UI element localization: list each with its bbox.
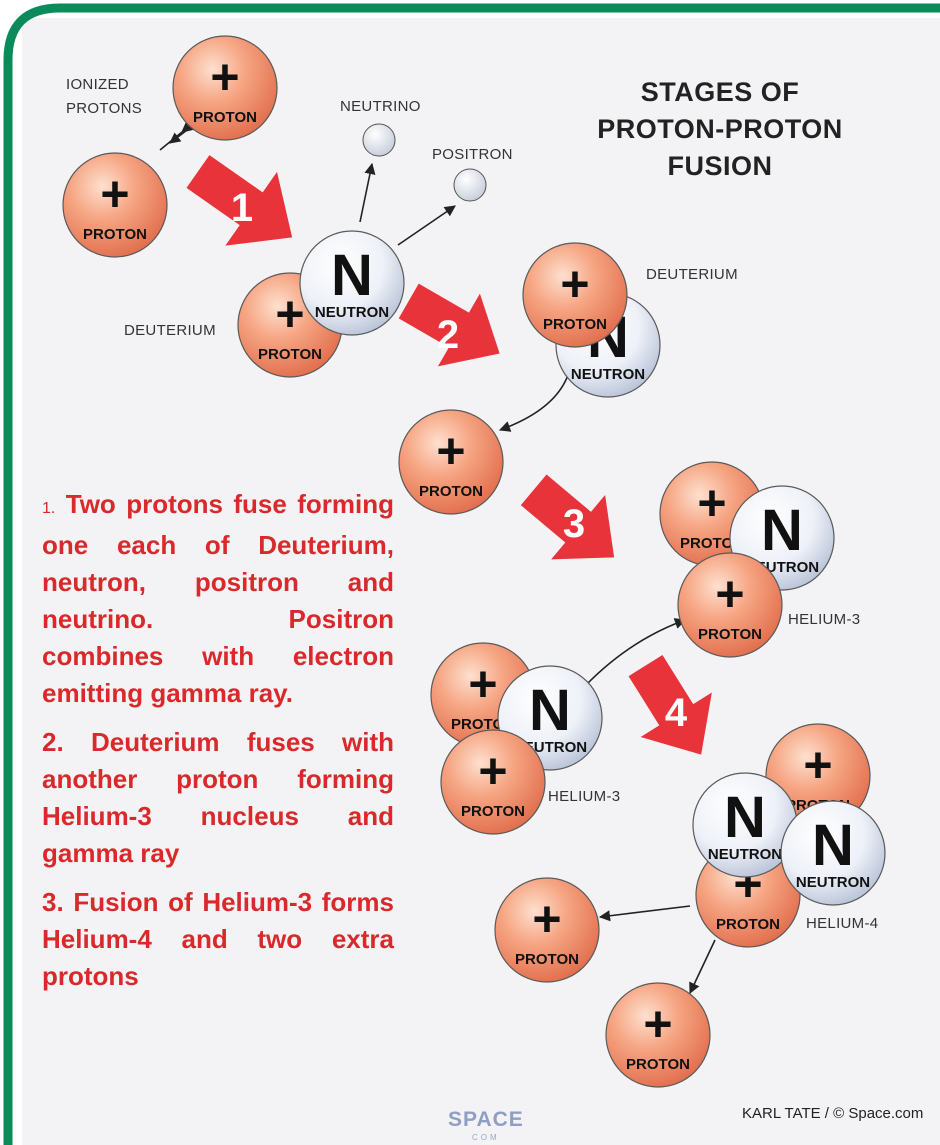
label-deuterium-right: DEUTERIUM: [646, 266, 738, 283]
proton-helium3-left-proton-b: + PROTON: [441, 730, 545, 834]
plus-sign: +: [468, 656, 497, 712]
neutron-label: NEUTRON: [708, 846, 782, 863]
plus-sign: +: [803, 737, 832, 793]
description-step-1: 1. Two protons fuse forming one each of …: [42, 486, 394, 712]
title-line-1: STAGES OF: [580, 74, 860, 111]
plus-sign: +: [560, 256, 589, 312]
step-number-3: 3: [563, 502, 585, 546]
title-line-3: FUSION: [580, 148, 860, 185]
proton-label: PROTON: [258, 346, 322, 363]
plus-sign: +: [715, 566, 744, 622]
label-helium3-left: HELIUM-3: [548, 788, 620, 805]
proton-label: PROTON: [461, 803, 525, 820]
description-text: 1. Two protons fuse forming one each of …: [42, 486, 394, 1007]
title-line-2: PROTON-PROTON: [580, 111, 860, 148]
description-step-1-text: Two protons fuse forming one each of Deu…: [42, 489, 394, 708]
step-number-4: 4: [665, 691, 688, 735]
proton-label: PROTON: [515, 951, 579, 968]
label-helium3-right: HELIUM-3: [788, 611, 860, 628]
space-logo: SPACE: [448, 1108, 524, 1132]
neutron-label: NEUTRON: [796, 874, 870, 891]
proton-released-proton-1: + PROTON: [495, 878, 599, 982]
space-logo-sub: COM: [472, 1133, 500, 1142]
proton-label: PROTON: [419, 483, 483, 500]
proton-proton-ionized-1: + PROTON: [173, 36, 277, 140]
label-neutrino: NEUTRINO: [340, 98, 421, 115]
label-deuterium-left: DEUTERIUM: [124, 322, 216, 339]
plus-sign: +: [478, 743, 507, 799]
neutron-symbol: N: [529, 678, 571, 743]
neutron-symbol: N: [724, 785, 766, 850]
image-credit: KARL TATE / © Space.com: [742, 1105, 923, 1122]
neutron-symbol: N: [331, 243, 373, 308]
plus-sign: +: [643, 996, 672, 1052]
proton-label: PROTON: [626, 1056, 690, 1073]
neutrino-particle: [363, 124, 395, 156]
proton-label: PROTON: [543, 316, 607, 333]
proton-released-proton-2: + PROTON: [606, 983, 710, 1087]
plus-sign: +: [100, 166, 129, 222]
proton-helium3-right-proton-b: + PROTON: [678, 553, 782, 657]
label-protons: PROTONS: [66, 100, 142, 117]
proton-proton-incoming: + PROTON: [399, 410, 503, 514]
plus-sign: +: [436, 423, 465, 479]
plus-sign: +: [275, 286, 304, 342]
label-ionized: IONIZED: [66, 76, 129, 93]
neutron-label: NEUTRON: [315, 304, 389, 321]
plus-sign: +: [532, 891, 561, 947]
description-step-3: 3. Fusion of Helium-3 forms Helium-4 and…: [42, 884, 394, 995]
neutron-label: NEUTRON: [571, 366, 645, 383]
proton-proton-ionized-2: + PROTON: [63, 153, 167, 257]
label-helium4: HELIUM-4: [806, 915, 878, 932]
plus-sign: +: [697, 475, 726, 531]
label-positron: POSITRON: [432, 146, 513, 163]
step-number-1: 1: [231, 186, 253, 230]
proton-deuterium-right-proton: + PROTON: [523, 243, 627, 347]
diagram-title: STAGES OF PROTON-PROTON FUSION: [580, 74, 860, 185]
proton-label: PROTON: [83, 226, 147, 243]
step-number-2: 2: [437, 313, 459, 357]
description-step-2: 2. Deuterium fuses with another proton f…: [42, 724, 394, 872]
proton-label: PROTON: [698, 626, 762, 643]
neutron-symbol: N: [812, 813, 854, 878]
description-step-1-number: 1.: [42, 500, 55, 517]
plus-sign: +: [210, 49, 239, 105]
proton-label: PROTON: [193, 109, 257, 126]
proton-label: PROTON: [716, 916, 780, 933]
positron-particle: [454, 169, 486, 201]
neutron-symbol: N: [761, 498, 803, 563]
